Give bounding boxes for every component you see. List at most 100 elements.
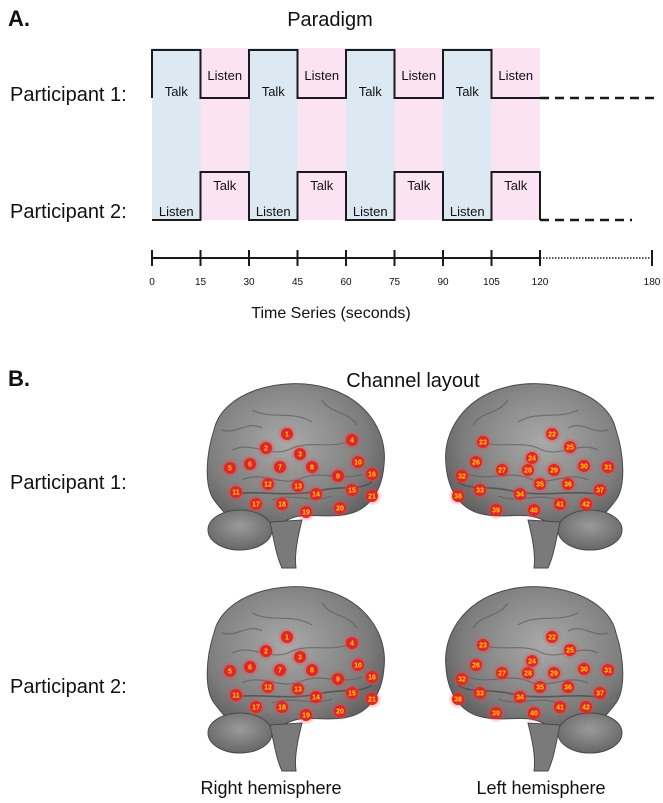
svg-text:8: 8 bbox=[310, 668, 314, 675]
time-tick-label-30: 30 bbox=[243, 277, 255, 288]
channel-p1-left-23: 23 bbox=[473, 432, 493, 452]
channel-p1-right-7: 7 bbox=[270, 457, 290, 477]
channel-p2-right-2: 2 bbox=[256, 641, 276, 661]
svg-text:28: 28 bbox=[524, 468, 532, 475]
channel-p2-left-22: 22 bbox=[542, 627, 562, 647]
paradigm-block-3 bbox=[297, 48, 346, 220]
svg-text:3: 3 bbox=[298, 452, 302, 459]
svg-text:40: 40 bbox=[530, 711, 538, 718]
channel-p2-left-28: 28 bbox=[518, 663, 538, 683]
svg-text:26: 26 bbox=[472, 460, 480, 467]
channel-p1-left-33: 33 bbox=[470, 480, 490, 500]
svg-text:38: 38 bbox=[454, 494, 462, 501]
svg-text:14: 14 bbox=[312, 492, 320, 499]
svg-text:26: 26 bbox=[472, 663, 480, 670]
paradigm-blocks bbox=[152, 48, 540, 220]
svg-text:21: 21 bbox=[368, 697, 376, 704]
svg-text:19: 19 bbox=[302, 713, 310, 720]
p2-block-label-2: Listen bbox=[256, 204, 291, 219]
channel-p2-left-33: 33 bbox=[470, 683, 490, 703]
svg-text:37: 37 bbox=[596, 488, 604, 495]
p1-block-label-3: Listen bbox=[304, 68, 339, 83]
channel-p2-right-11: 11 bbox=[226, 685, 246, 705]
svg-text:15: 15 bbox=[348, 691, 356, 698]
channel-p1-left-26: 26 bbox=[466, 452, 486, 472]
channel-p2-right-16: 16 bbox=[362, 667, 382, 687]
time-tick-label-0: 0 bbox=[149, 277, 155, 288]
channel-p2-right-1: 1 bbox=[277, 627, 297, 647]
p1-block-label-2: Talk bbox=[262, 84, 286, 99]
channel-p1-left-30: 30 bbox=[574, 456, 594, 476]
channel-p2-right-7: 7 bbox=[270, 660, 290, 680]
svg-text:5: 5 bbox=[228, 466, 232, 473]
channel-p2-left-35: 35 bbox=[530, 677, 550, 697]
svg-text:27: 27 bbox=[498, 671, 506, 678]
channel-p1-right-15: 15 bbox=[342, 480, 362, 500]
channel-p2-right-19: 19 bbox=[296, 705, 316, 725]
svg-text:1: 1 bbox=[285, 635, 289, 642]
paradigm-block-4 bbox=[346, 48, 395, 220]
svg-text:22: 22 bbox=[548, 432, 556, 439]
channel-p2-right-14: 14 bbox=[306, 687, 326, 707]
channel-p2-left-36: 36 bbox=[558, 677, 578, 697]
channel-p2-right-5: 5 bbox=[220, 661, 240, 681]
svg-text:6: 6 bbox=[248, 665, 252, 672]
paradigm-block-6 bbox=[443, 48, 492, 220]
svg-text:32: 32 bbox=[458, 474, 466, 481]
time-tick-label-105: 105 bbox=[483, 277, 500, 288]
channel-p2-right-13: 13 bbox=[288, 679, 308, 699]
participant-1-label: Participant 1: bbox=[10, 84, 127, 106]
p1-block-label-6: Talk bbox=[456, 84, 480, 99]
p2-block-label-5: Talk bbox=[407, 178, 431, 193]
svg-text:37: 37 bbox=[596, 691, 604, 698]
channel-p2-left-27: 27 bbox=[492, 663, 512, 683]
channel-p1-right-10: 10 bbox=[348, 452, 368, 472]
channel-p1-right-18: 18 bbox=[272, 494, 292, 514]
svg-text:29: 29 bbox=[550, 671, 558, 678]
panel-b-label: B. bbox=[8, 366, 30, 391]
p2-block-label-1: Talk bbox=[213, 178, 237, 193]
svg-text:27: 27 bbox=[498, 468, 506, 475]
svg-text:23: 23 bbox=[479, 440, 487, 447]
p2-block-label-7: Talk bbox=[504, 178, 528, 193]
channel-p1-right-13: 13 bbox=[288, 476, 308, 496]
channel-p2-left-38: 38 bbox=[448, 689, 468, 709]
svg-text:33: 33 bbox=[476, 488, 484, 495]
channel-p1-left-29: 29 bbox=[544, 460, 564, 480]
channel-p2-right-18: 18 bbox=[272, 697, 292, 717]
channel-p2-left-34: 34 bbox=[510, 687, 530, 707]
channel-p2-right-10: 10 bbox=[348, 655, 368, 675]
left-hemisphere-label: Left hemisphere bbox=[476, 778, 605, 798]
svg-text:32: 32 bbox=[458, 677, 466, 684]
svg-text:10: 10 bbox=[354, 663, 362, 670]
channel-p1-left-41: 41 bbox=[550, 494, 570, 514]
time-tick-label-180: 180 bbox=[644, 277, 661, 288]
svg-text:24: 24 bbox=[528, 659, 536, 666]
channel-p1-right-9: 9 bbox=[328, 466, 348, 486]
channel-p2-left-23: 23 bbox=[473, 635, 493, 655]
svg-text:8: 8 bbox=[310, 465, 314, 472]
channel-p2-right-15: 15 bbox=[342, 683, 362, 703]
svg-text:35: 35 bbox=[536, 482, 544, 489]
channel-p1-left-22: 22 bbox=[542, 424, 562, 444]
channel-p1-right-4: 4 bbox=[342, 430, 362, 450]
svg-text:16: 16 bbox=[368, 675, 376, 682]
p1-block-label-0: Talk bbox=[165, 84, 189, 99]
channel-p1-left-36: 36 bbox=[558, 474, 578, 494]
p1-block-label-4: Talk bbox=[359, 84, 383, 99]
channel-p1-left-28: 28 bbox=[518, 460, 538, 480]
channel-p2-right-21: 21 bbox=[362, 689, 382, 709]
svg-text:14: 14 bbox=[312, 695, 320, 702]
time-axis-title: Time Series (seconds) bbox=[251, 305, 410, 322]
channel-p1-right-3: 3 bbox=[290, 444, 310, 464]
svg-text:7: 7 bbox=[278, 668, 282, 675]
channel-p1-right-2: 2 bbox=[256, 438, 276, 458]
svg-text:9: 9 bbox=[336, 474, 340, 481]
time-tick-label-45: 45 bbox=[292, 277, 304, 288]
channel-p2-right-20: 20 bbox=[330, 701, 350, 721]
svg-text:39: 39 bbox=[492, 508, 500, 515]
svg-text:13: 13 bbox=[294, 687, 302, 694]
p2-block-label-4: Listen bbox=[353, 204, 388, 219]
